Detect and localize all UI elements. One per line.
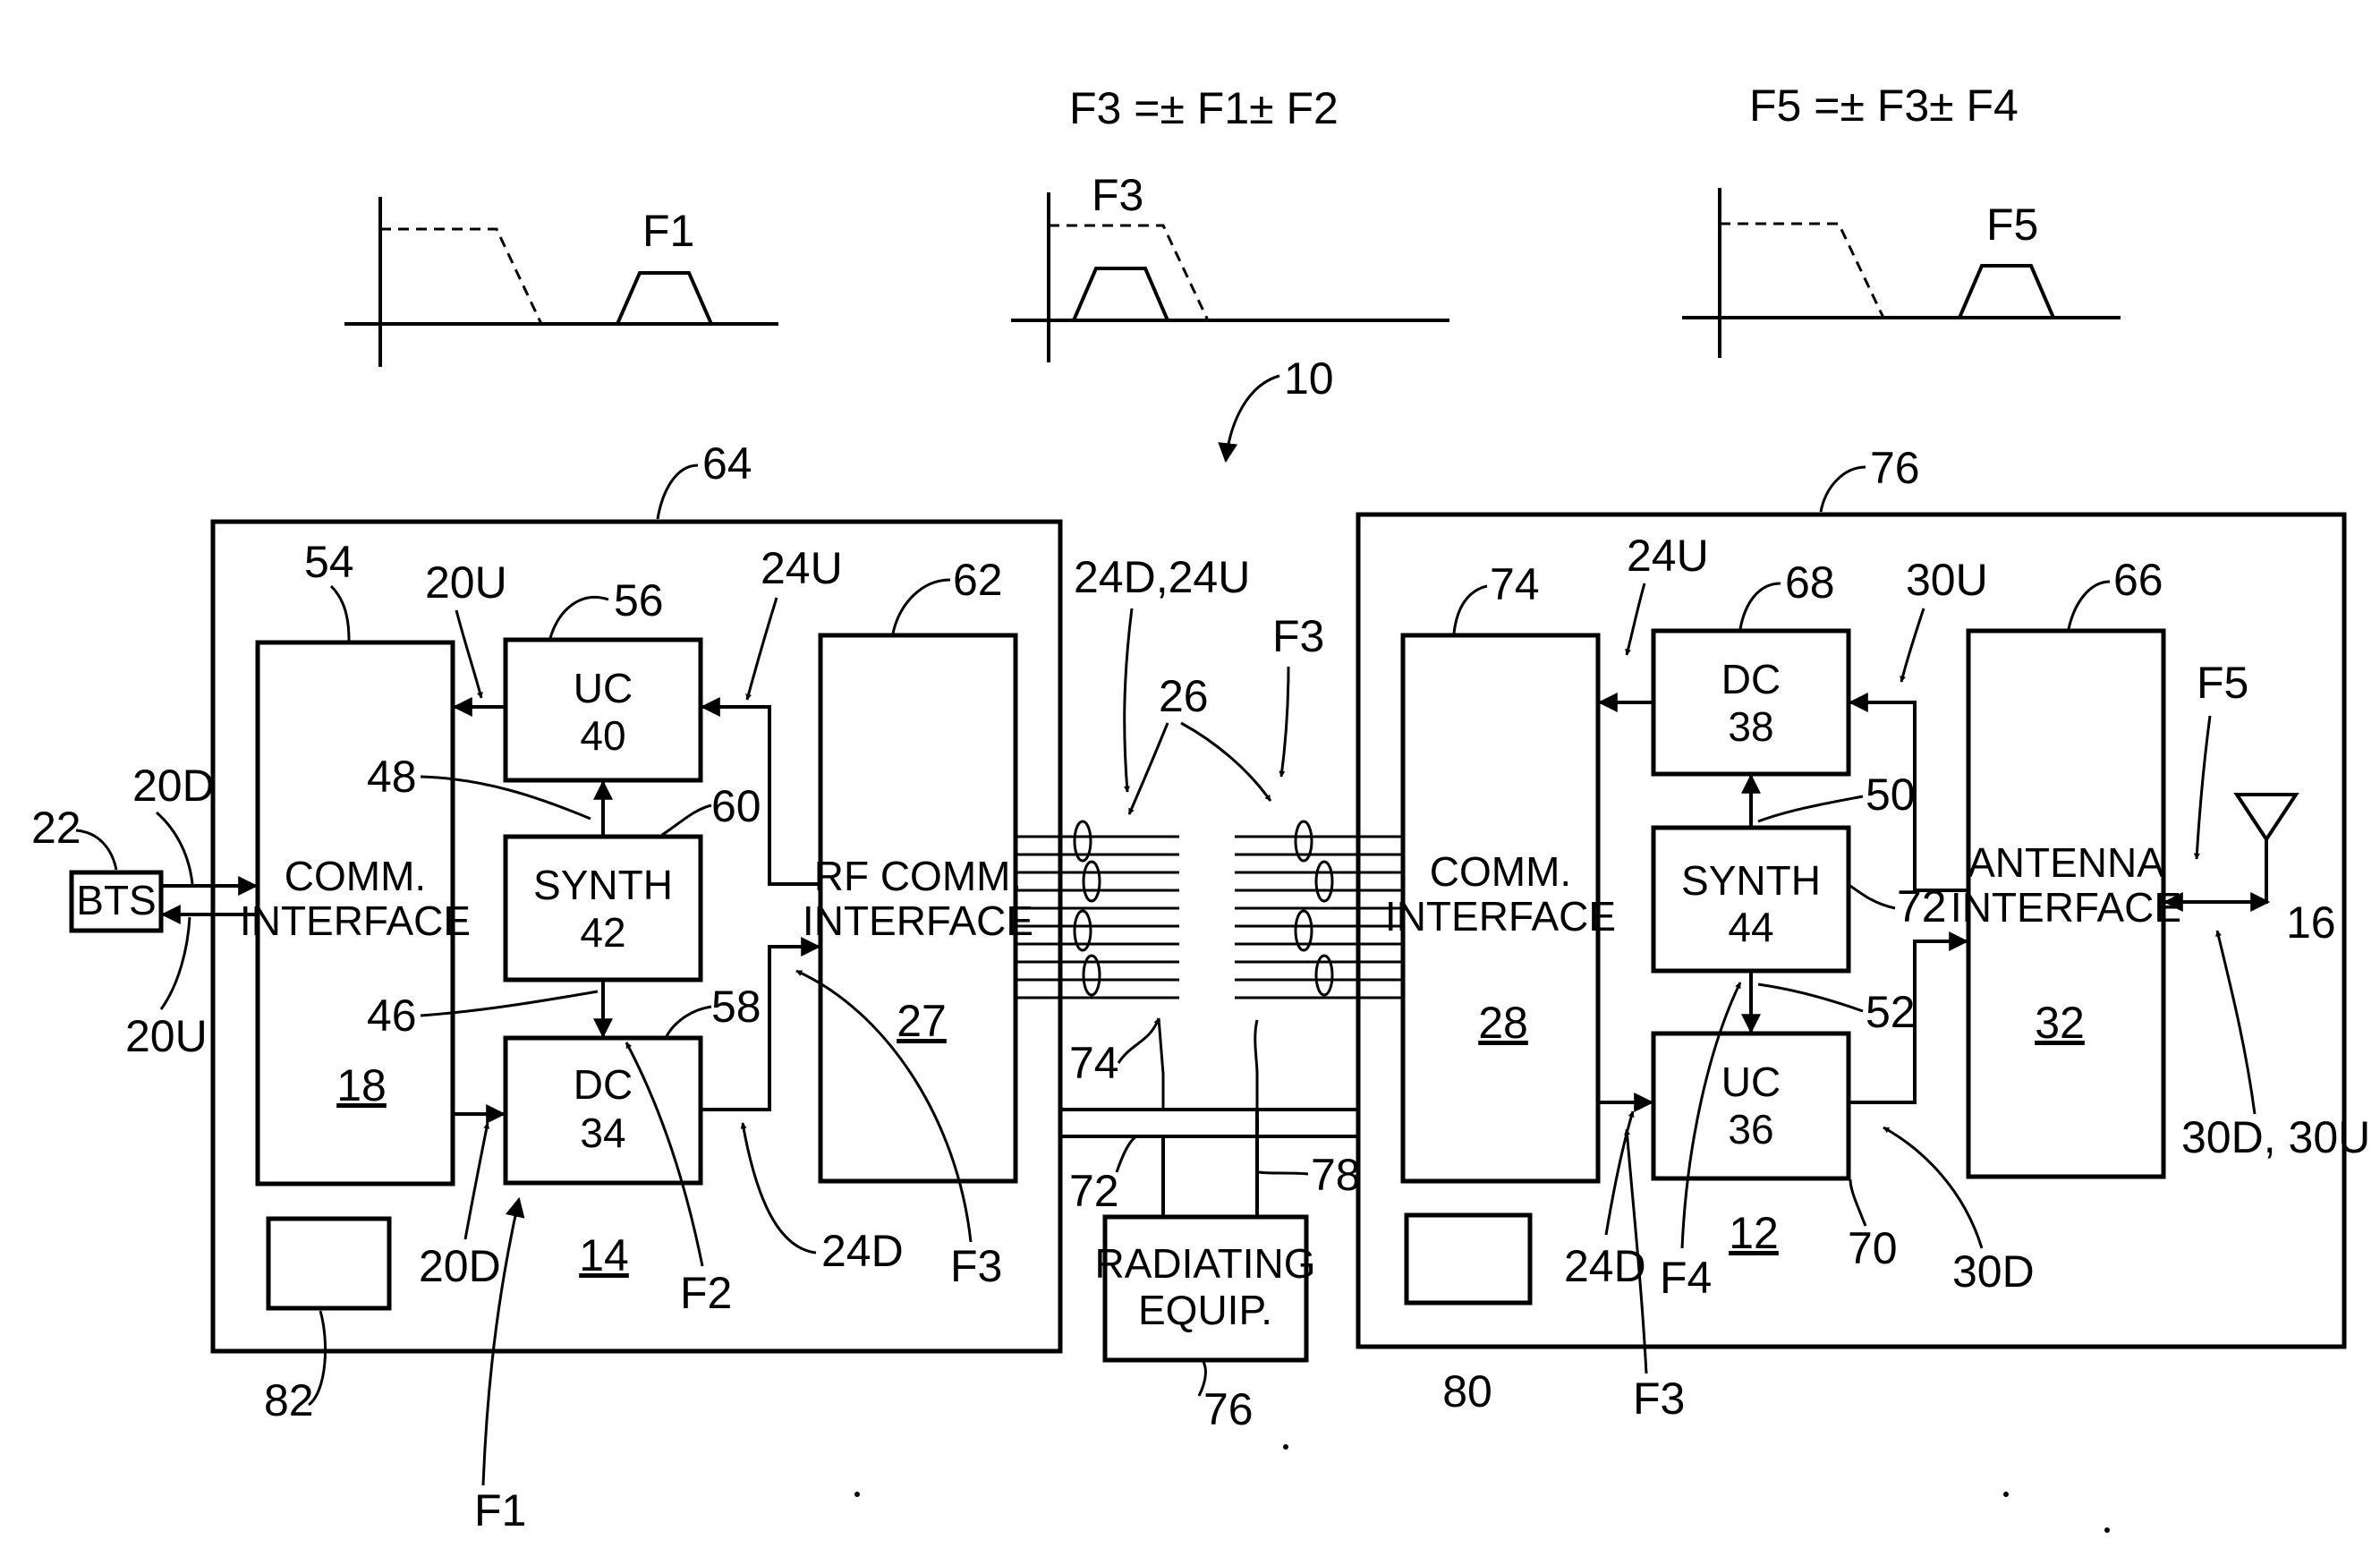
- bts-label-20d: 20D: [132, 761, 215, 811]
- right-label-f5: F5: [2197, 658, 2248, 708]
- left-dc-ref: 58: [711, 982, 761, 1032]
- left-rf-comm-line1: RF COMM.: [814, 853, 1023, 899]
- right-label-50: 50: [1866, 770, 1916, 820]
- scan-speck: [2003, 1492, 2009, 1497]
- right-comm-interface-number: 28: [1478, 998, 1528, 1048]
- right-dc-line1: DC: [1721, 656, 1781, 702]
- spectrum-label-f5: F5: [1986, 200, 2038, 250]
- left-comm-interface-number: 18: [336, 1060, 387, 1110]
- right-label-f3: F3: [1633, 1374, 1685, 1424]
- scan-speck: [2104, 1527, 2110, 1533]
- left-comm-interface-ref: 54: [304, 537, 354, 587]
- left-comm-interface-line2: INTERFACE: [240, 897, 471, 944]
- left-label-f2: F2: [680, 1268, 732, 1318]
- system-ref-label: 10: [1284, 353, 1334, 404]
- radiating-equip-line2: EQUIP.: [1138, 1287, 1272, 1333]
- antenna-icon: [2237, 795, 2296, 902]
- left-small-box: [268, 1219, 389, 1308]
- left-uc-ref: 56: [614, 575, 664, 625]
- formula-f5: F5 =± F3± F4: [1749, 81, 2019, 131]
- right-antenna-line2: INTERFACE: [1951, 884, 2181, 931]
- scan-speck: [854, 1492, 860, 1497]
- scan-speck: [1283, 1444, 1288, 1450]
- left-label-20u-top: 20U: [425, 557, 507, 608]
- right-small-box-ref: 80: [1442, 1366, 1492, 1416]
- right-small-box: [1407, 1215, 1530, 1303]
- left-label-f1: F1: [474, 1485, 526, 1535]
- left-label-46: 46: [367, 991, 417, 1041]
- right-label-30d: 30D: [1952, 1246, 2035, 1297]
- bts-label-20u: 20U: [125, 1011, 208, 1061]
- spectrum-plot-2: F3: [1011, 170, 1449, 362]
- right-antenna-ref: 66: [2113, 555, 2163, 605]
- left-label-24d: 24D: [821, 1226, 904, 1276]
- right-dc-block: [1653, 631, 1849, 774]
- left-label-48: 48: [367, 752, 417, 802]
- formula-f3: F3 =± F1± F2: [1069, 83, 1339, 133]
- right-synth-line2: 44: [1728, 904, 1773, 950]
- left-dc-line2: 34: [580, 1110, 625, 1156]
- link-label-78: 78: [1311, 1150, 1361, 1200]
- left-synth-line1: SYNTH: [533, 862, 673, 908]
- left-uc-line2: 40: [580, 712, 625, 759]
- left-label-24u: 24U: [761, 543, 843, 593]
- left-rf-comm-ref: 62: [953, 555, 1003, 605]
- radiating-equip-ref: 76: [1203, 1384, 1254, 1434]
- spectrum-label-f3: F3: [1092, 170, 1143, 220]
- right-label-52: 52: [1866, 987, 1916, 1037]
- link-label-26: 26: [1159, 671, 1209, 721]
- left-synth-block: [506, 837, 701, 980]
- link-label-24d-24u: 24D,24U: [1074, 552, 1250, 602]
- left-label-20d: 20D: [419, 1241, 501, 1291]
- right-comm-interface-line1: COMM.: [1430, 848, 1571, 895]
- right-label-f4: F4: [1660, 1253, 1712, 1303]
- right-label-24d: 24D: [1564, 1241, 1646, 1291]
- link-label-f3: F3: [1272, 611, 1324, 661]
- bts-label: BTS: [76, 877, 156, 923]
- link-label-72: 72: [1069, 1166, 1119, 1216]
- left-unit-number: 14: [579, 1230, 629, 1280]
- spectrum-plot-1: F1: [344, 197, 778, 367]
- right-uc-ref: 70: [1848, 1223, 1898, 1273]
- link-cable-bundle: [1017, 821, 1403, 1136]
- bts-ref: 22: [31, 803, 81, 853]
- spectrum-label-f1: F1: [642, 206, 694, 256]
- right-antenna-number: 32: [2035, 998, 2085, 1048]
- link-label-74: 74: [1069, 1038, 1119, 1088]
- right-dc-line2: 38: [1728, 703, 1773, 750]
- left-synth-line2: 42: [580, 909, 625, 956]
- right-label-24u: 24U: [1627, 531, 1709, 581]
- right-antenna-line1: ANTENNA: [1968, 839, 2164, 886]
- radiating-equip-line1: RADIATING: [1094, 1240, 1315, 1287]
- right-synth-line1: SYNTH: [1681, 857, 1821, 904]
- left-dc-line1: DC: [574, 1061, 633, 1108]
- right-uc-line2: 36: [1728, 1106, 1773, 1152]
- left-rf-comm-line2: INTERFACE: [803, 897, 1033, 944]
- right-unit-number: 12: [1729, 1208, 1779, 1258]
- left-small-box-ref: 82: [264, 1375, 314, 1425]
- right-dc-ref: 68: [1785, 557, 1835, 608]
- antenna-ref: 16: [2286, 897, 2336, 948]
- right-unit-ref: 76: [1870, 443, 1920, 493]
- left-label-f3: F3: [950, 1241, 1002, 1291]
- left-uc-line1: UC: [574, 665, 633, 711]
- spectrum-plot-3: F5: [1682, 188, 2121, 358]
- left-synth-ref: 60: [711, 781, 761, 831]
- left-rf-comm-number: 27: [897, 996, 947, 1046]
- left-comm-interface-line1: COMM.: [285, 853, 426, 899]
- right-comm-interface-ref: 74: [1490, 559, 1540, 609]
- right-label-30d30u: 30D, 30U: [2181, 1112, 2370, 1162]
- right-uc-line1: UC: [1721, 1059, 1781, 1105]
- right-comm-interface-line2: INTERFACE: [1385, 893, 1616, 940]
- right-label-30u: 30U: [1906, 555, 1988, 605]
- left-unit-ref: 64: [702, 438, 752, 489]
